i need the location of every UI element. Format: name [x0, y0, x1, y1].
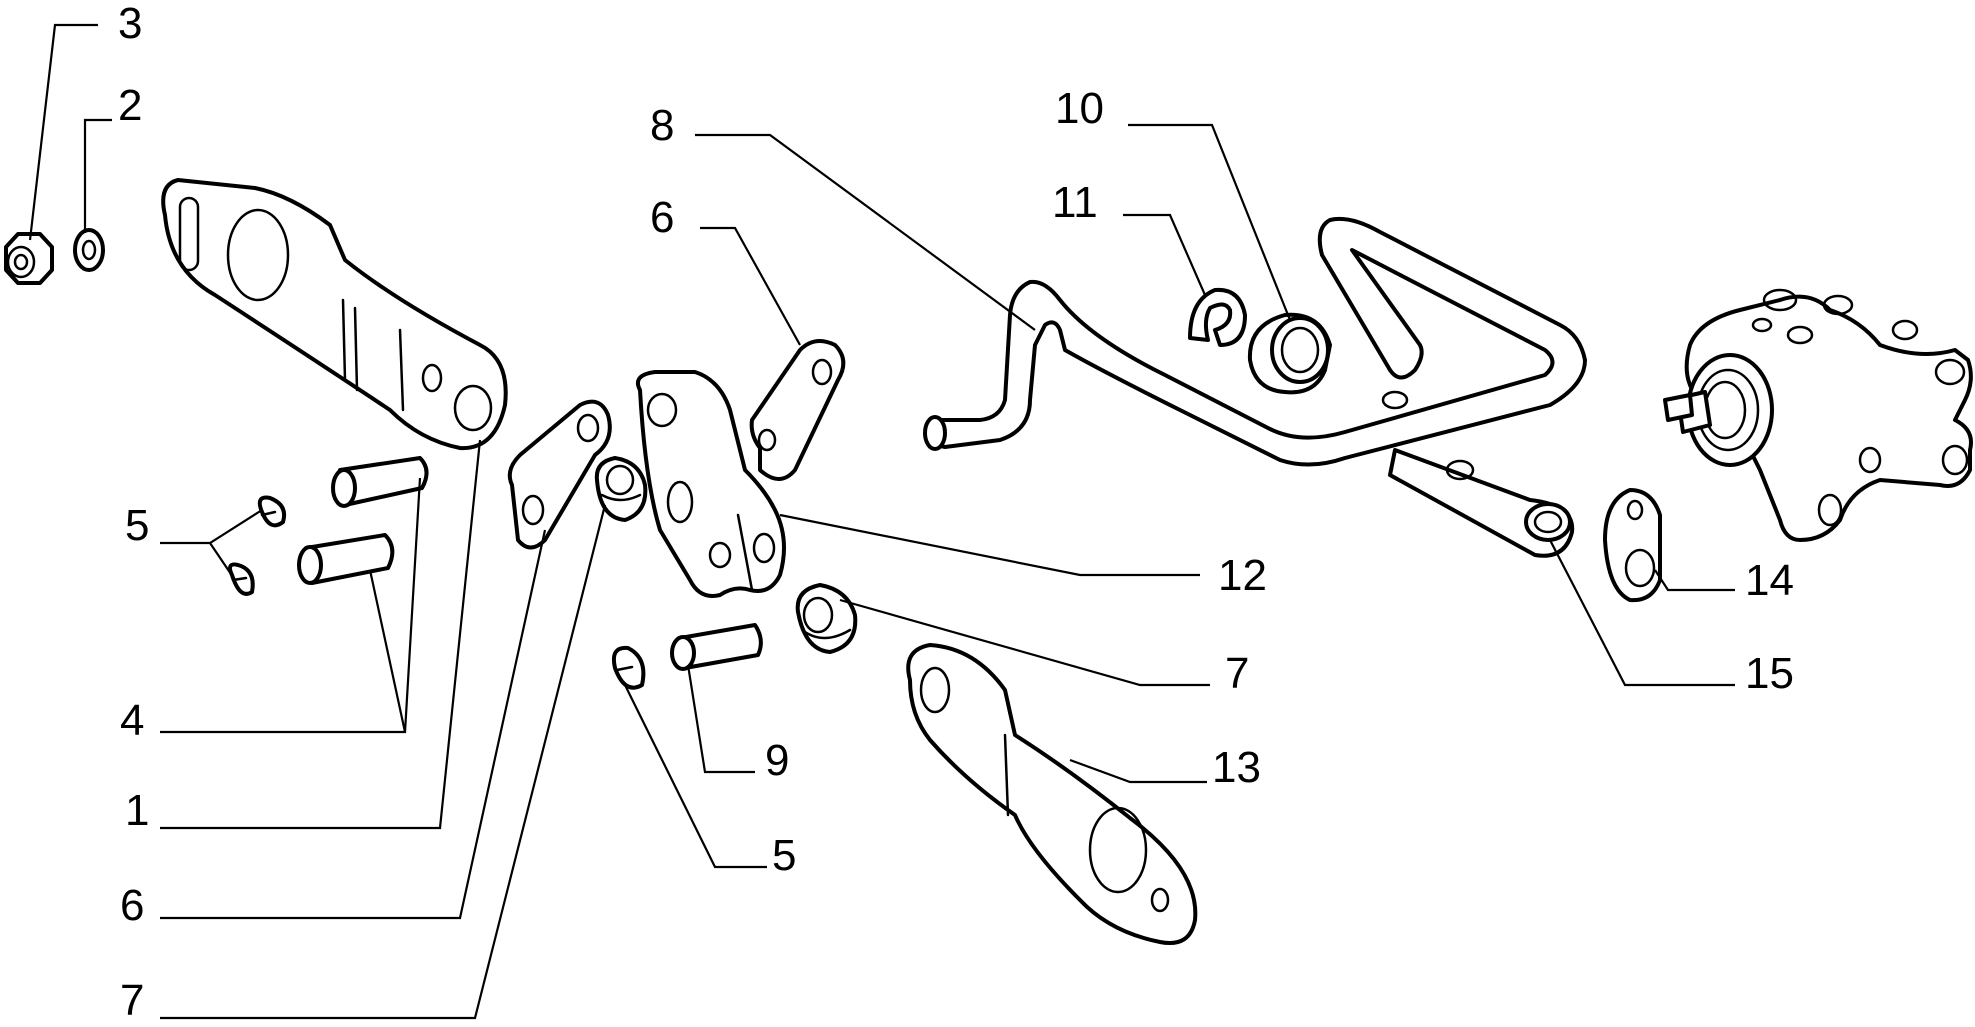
- callout-9: 9: [765, 736, 789, 785]
- part-14-gasket: [1603, 488, 1662, 603]
- part-8-shift-rod: [923, 216, 1587, 467]
- callout-6b: 6: [120, 881, 144, 930]
- part-15-shaft: [1388, 448, 1575, 558]
- callout-5b: 5: [772, 831, 796, 880]
- callout-2: 2: [118, 81, 142, 130]
- part-10-sleeve: [1247, 312, 1332, 395]
- part-12-lever: [635, 370, 786, 598]
- part-4-pins: [297, 456, 429, 585]
- part-9-pin: [670, 623, 763, 671]
- callout-6: 6: [650, 193, 674, 242]
- part-1-plate: [161, 178, 508, 451]
- callout-14: 14: [1745, 556, 1794, 605]
- callout-13: 13: [1212, 743, 1261, 792]
- callout-8: 8: [650, 101, 674, 150]
- callout-7b: 7: [120, 976, 144, 1022]
- gearbox-housing: [1663, 288, 1973, 542]
- callout-labels: 3 2 8 10 11 6 5 12 14 7 15 4 9 13 1 5 6 …: [118, 0, 1794, 1025]
- part-6-plate-right: [749, 339, 846, 481]
- callout-1: 1: [125, 786, 149, 835]
- part-2-washer: [73, 228, 105, 272]
- part-11-snap-ring: [1188, 287, 1247, 347]
- callout-7: 7: [1225, 649, 1249, 698]
- callout-12: 12: [1218, 551, 1267, 600]
- callout-11: 11: [1052, 178, 1098, 227]
- callout-3: 3: [118, 0, 142, 48]
- callout-5: 5: [125, 501, 149, 550]
- part-13-plate: [906, 643, 1198, 945]
- callout-4: 4: [120, 696, 144, 745]
- leader-lines: [28, 23, 1735, 1020]
- callout-10: 10: [1055, 84, 1104, 133]
- part-3-hex-nut: [4, 232, 54, 285]
- part-6-plate-left: [507, 399, 612, 550]
- part-7-bushing-left: [594, 456, 648, 522]
- callout-15: 15: [1745, 649, 1794, 698]
- part-7-bushing-center: [795, 583, 858, 654]
- part-5-clip-center: [611, 645, 646, 690]
- part-5-clips: [228, 495, 287, 596]
